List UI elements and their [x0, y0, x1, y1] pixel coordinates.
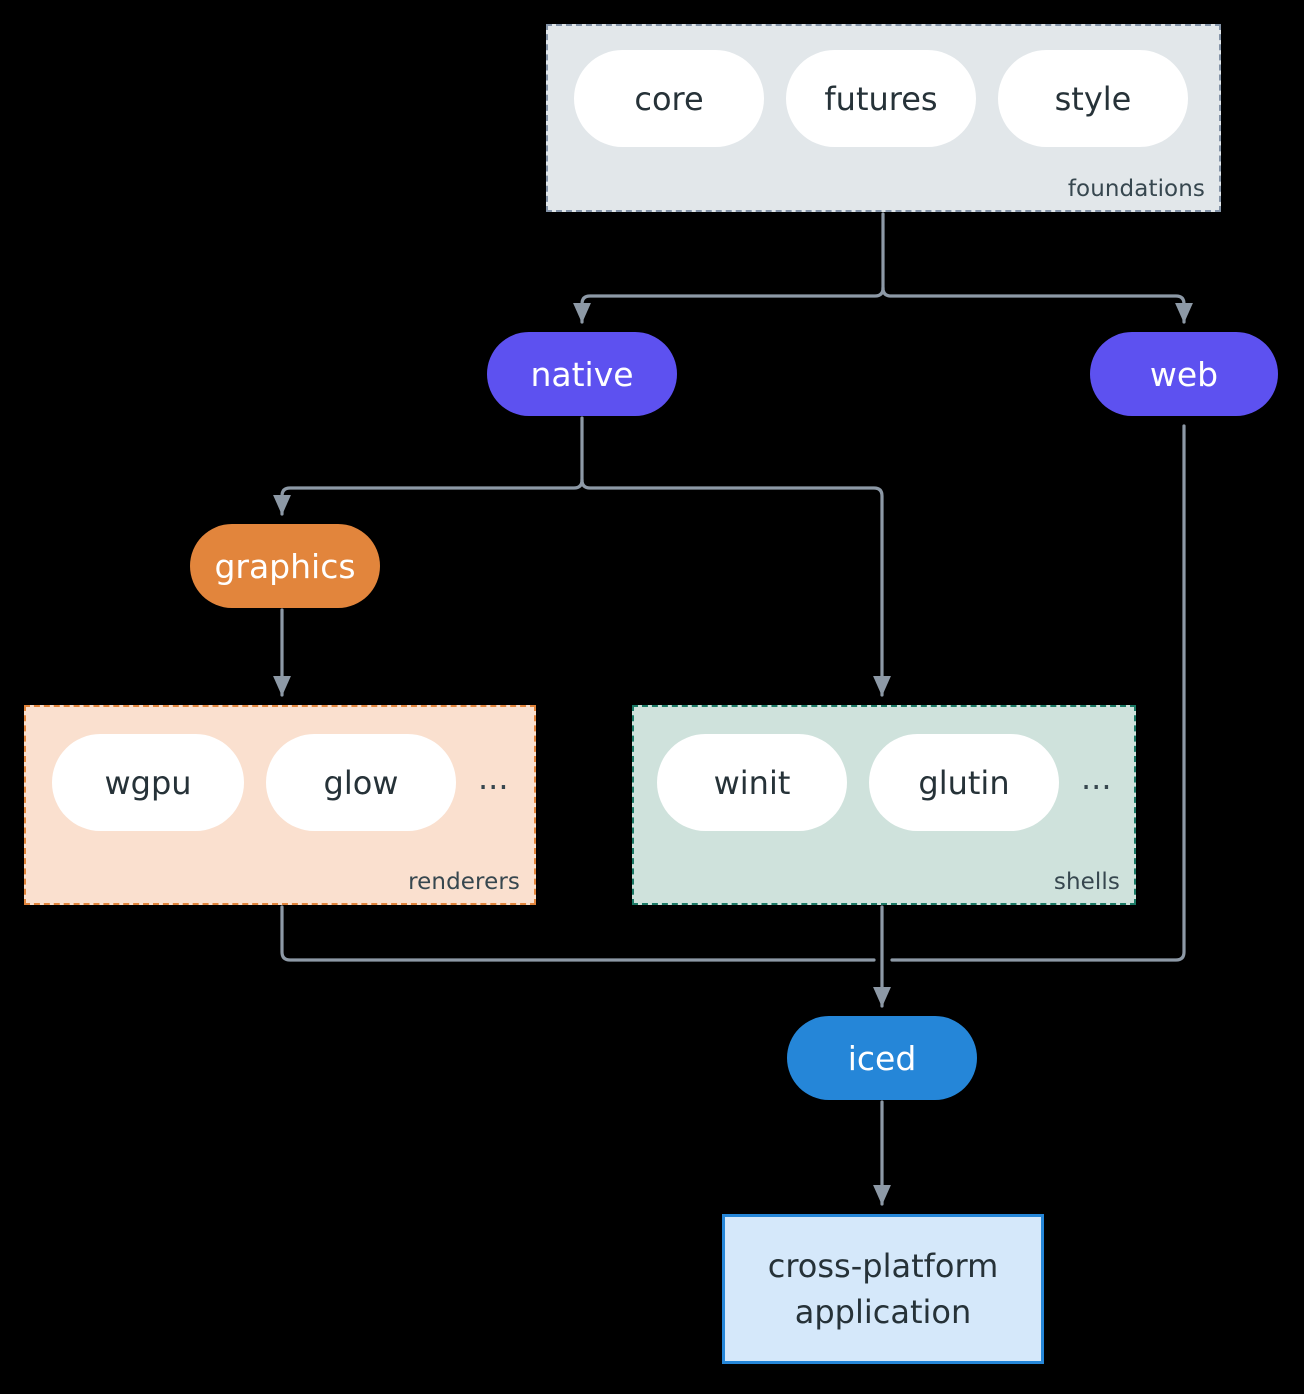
- node-cross-platform-application[interactable]: cross-platform application: [722, 1214, 1044, 1364]
- group-shells: winit glutin ... shells: [632, 705, 1136, 905]
- foundations-chip-row: core futures style: [574, 50, 1188, 147]
- shells-more-ellipsis: ...: [1081, 758, 1112, 797]
- node-native[interactable]: native: [487, 332, 677, 416]
- edge-foundations-to-native: [573, 286, 885, 324]
- chip-style[interactable]: style: [998, 50, 1188, 147]
- chip-winit[interactable]: winit: [657, 734, 847, 831]
- application-label-line2: application: [794, 1293, 972, 1331]
- chip-wgpu[interactable]: wgpu: [52, 734, 244, 831]
- edge-native-to-shells: [580, 478, 891, 697]
- group-label-shells: shells: [1053, 869, 1120, 895]
- group-foundations: core futures style foundations: [546, 24, 1221, 212]
- renderers-chip-row: wgpu glow ...: [52, 734, 509, 831]
- node-web[interactable]: web: [1090, 332, 1278, 416]
- chip-core[interactable]: core: [574, 50, 764, 147]
- edge-native-to-graphics: [273, 478, 584, 516]
- node-graphics[interactable]: graphics: [190, 524, 380, 608]
- edge-renderers-to-iced: [280, 905, 876, 962]
- edge-foundations-to-web: [881, 286, 1193, 324]
- renderers-more-ellipsis: ...: [478, 758, 509, 797]
- chip-futures[interactable]: futures: [786, 50, 976, 147]
- chip-glutin[interactable]: glutin: [869, 734, 1059, 831]
- group-renderers: wgpu glow ... renderers: [24, 705, 536, 905]
- node-iced[interactable]: iced: [787, 1016, 977, 1100]
- shells-chip-row: winit glutin ...: [657, 734, 1112, 831]
- application-label-line1: cross-platform: [767, 1246, 999, 1285]
- group-label-foundations: foundations: [1067, 176, 1205, 202]
- group-label-renderers: renderers: [408, 869, 520, 895]
- chip-glow[interactable]: glow: [266, 734, 456, 831]
